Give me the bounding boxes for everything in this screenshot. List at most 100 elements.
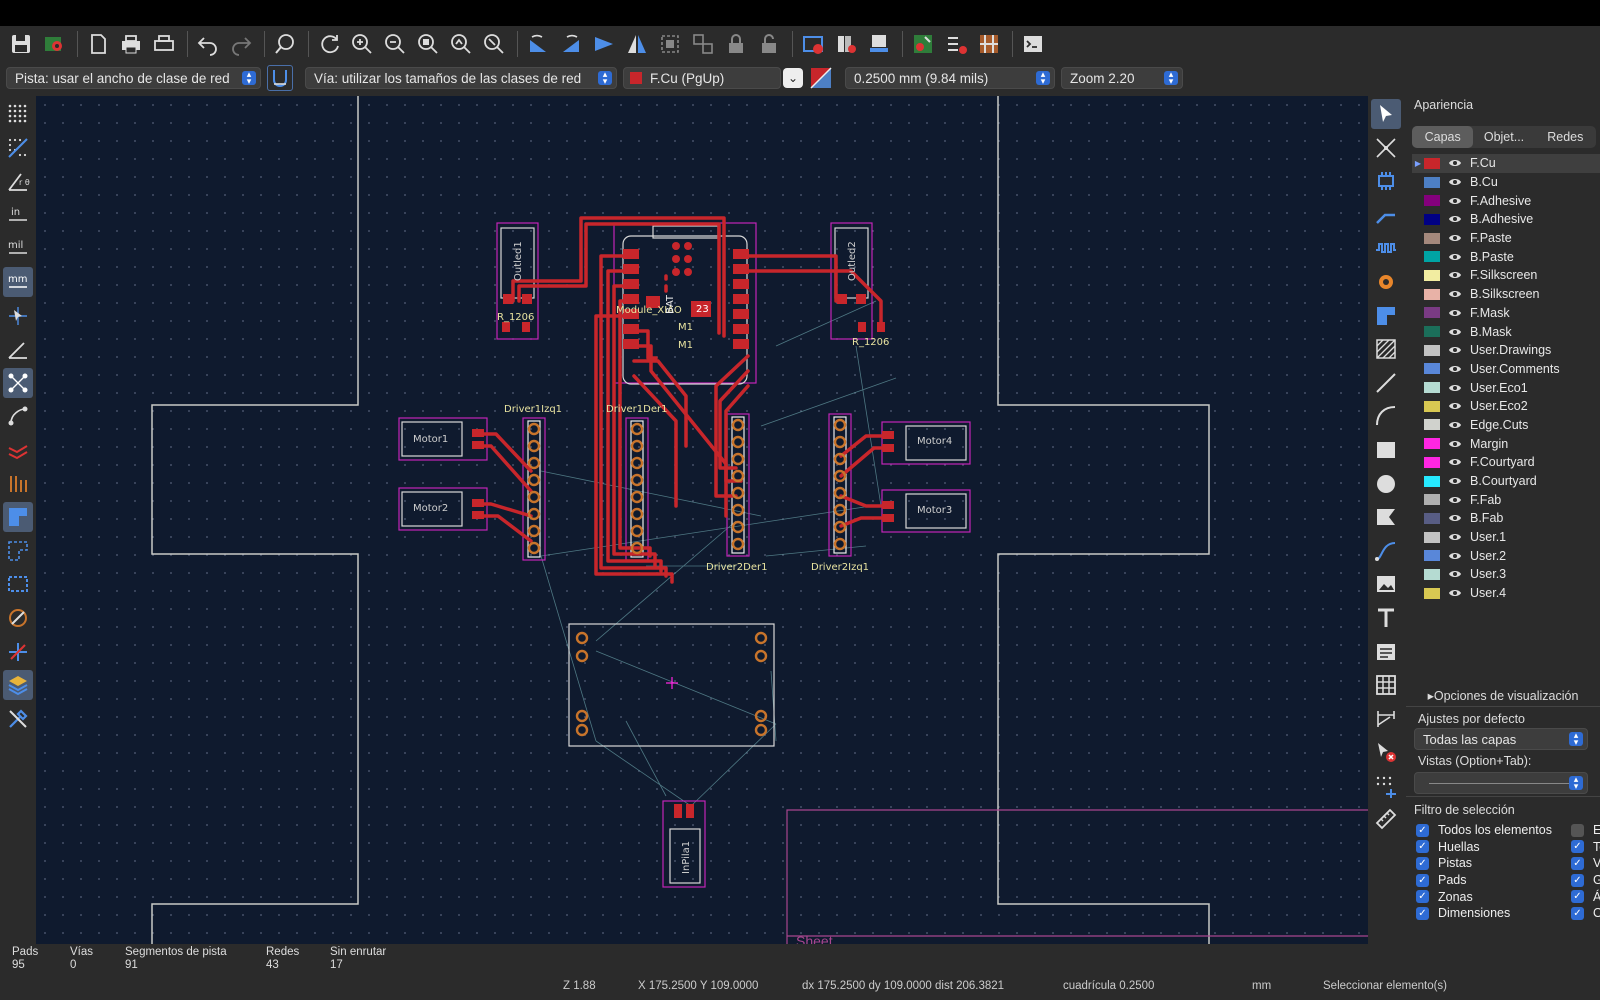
- add-via-icon[interactable]: [1371, 267, 1401, 297]
- zone-fill-icon[interactable]: [3, 502, 33, 533]
- pcb-canvas[interactable]: Sheet: [36, 96, 1368, 944]
- checkbox-icon[interactable]: ✓: [1416, 873, 1429, 887]
- layer-pair-icon[interactable]: [809, 66, 833, 90]
- zoom-in-icon[interactable]: [347, 29, 377, 59]
- grid-toggle-icon[interactable]: [3, 99, 33, 129]
- checkbox-icon[interactable]: [1571, 823, 1584, 837]
- via-size-select[interactable]: Vía: utilizar los tamaños de las clases …: [305, 67, 617, 89]
- selection-filter-item[interactable]: ✓Pistas: [1416, 855, 1552, 872]
- layer-color-swatch[interactable]: [1424, 475, 1440, 487]
- layer-color-swatch[interactable]: [1424, 195, 1440, 207]
- presets-select[interactable]: Todas las capas▴▾: [1414, 728, 1588, 750]
- layer-color-swatch[interactable]: [1424, 568, 1440, 580]
- tune-length-icon[interactable]: [1371, 233, 1401, 263]
- ungroup-icon[interactable]: [688, 29, 718, 59]
- units-inches-icon[interactable]: in: [3, 200, 33, 230]
- layer-dropdown-chevron-icon[interactable]: ⌄: [783, 68, 803, 88]
- layer-row[interactable]: Edge.Cuts: [1412, 416, 1600, 435]
- layer-row[interactable]: B.Courtyard: [1412, 472, 1600, 491]
- selection-filter-item[interactable]: ✓Huellas: [1416, 839, 1552, 856]
- print-icon[interactable]: [116, 29, 146, 59]
- page-settings-icon[interactable]: [83, 29, 113, 59]
- rotate-ccw-icon[interactable]: [523, 29, 553, 59]
- delete-tool-icon[interactable]: [1371, 737, 1401, 767]
- angle-constraint-icon[interactable]: [3, 334, 33, 364]
- display-options-toggle[interactable]: ▸Opciones de visualización: [1427, 689, 1579, 703]
- add-footprint-icon[interactable]: [1371, 166, 1401, 196]
- selection-filter-item[interactable]: ✓G: [1571, 872, 1600, 889]
- views-select[interactable]: ▴▾: [1414, 772, 1588, 794]
- zone-outline-icon[interactable]: [3, 536, 33, 566]
- zoom-objects-icon[interactable]: [446, 29, 476, 59]
- layer-row[interactable]: User.4: [1412, 584, 1600, 603]
- selection-filter-item[interactable]: ✓Pads: [1416, 872, 1552, 889]
- layer-row[interactable]: User.2: [1412, 546, 1600, 565]
- zoom-out-icon[interactable]: [380, 29, 410, 59]
- layer-select[interactable]: F.Cu (PgUp): [623, 67, 781, 89]
- eye-icon[interactable]: [1448, 252, 1462, 262]
- via-outline-icon[interactable]: [3, 469, 33, 499]
- units-mils-icon[interactable]: mil: [3, 233, 33, 263]
- eye-icon[interactable]: [1448, 551, 1462, 561]
- add-dimension-icon[interactable]: [1371, 704, 1401, 734]
- layer-color-swatch[interactable]: [1424, 326, 1440, 338]
- layer-color-swatch[interactable]: [1424, 269, 1440, 281]
- properties-tools-icon[interactable]: [3, 704, 33, 734]
- checkbox-icon[interactable]: ✓: [1416, 840, 1429, 854]
- redo-icon[interactable]: [226, 29, 256, 59]
- selection-filter-item[interactable]: El: [1571, 822, 1600, 839]
- layer-color-swatch[interactable]: [1424, 512, 1440, 524]
- selection-filter-item[interactable]: ✓Ví: [1571, 855, 1600, 872]
- layer-color-swatch[interactable]: [1424, 400, 1440, 412]
- eye-icon[interactable]: [1448, 476, 1462, 486]
- drc-icon[interactable]: [831, 29, 861, 59]
- eye-icon[interactable]: [1448, 588, 1462, 598]
- tab-layers[interactable]: Capas: [1412, 126, 1474, 148]
- layer-row[interactable]: B.Silkscreen: [1412, 285, 1600, 304]
- net-color-icon[interactable]: [3, 637, 33, 667]
- track-mode-icon[interactable]: [267, 65, 293, 91]
- layer-color-swatch[interactable]: [1424, 531, 1440, 543]
- layer-row[interactable]: F.Fab: [1412, 490, 1600, 509]
- scripting-plugin-icon[interactable]: [908, 29, 938, 59]
- selection-filter-item[interactable]: ✓Dimensiones: [1416, 905, 1552, 922]
- eye-icon[interactable]: [1448, 364, 1462, 374]
- route-track-icon[interactable]: [1371, 200, 1401, 230]
- selection-filter-item[interactable]: ✓Te: [1571, 839, 1600, 856]
- draw-line-icon[interactable]: [1371, 368, 1401, 398]
- layer-row[interactable]: B.Mask: [1412, 322, 1600, 341]
- layer-row[interactable]: B.Adhesive: [1412, 210, 1600, 229]
- add-text-icon[interactable]: [1371, 603, 1401, 633]
- high-contrast-icon[interactable]: [3, 603, 33, 633]
- layer-color-swatch[interactable]: [1424, 344, 1440, 356]
- layer-color-swatch[interactable]: [1424, 232, 1440, 244]
- draw-rectangle-icon[interactable]: [1371, 435, 1401, 465]
- layer-color-swatch[interactable]: [1424, 251, 1440, 263]
- layer-color-swatch[interactable]: [1424, 494, 1440, 506]
- eye-icon[interactable]: [1448, 495, 1462, 505]
- layer-row[interactable]: F.Paste: [1412, 229, 1600, 248]
- eye-icon[interactable]: [1448, 270, 1462, 280]
- flip-icon[interactable]: [589, 29, 619, 59]
- measure-tool-icon[interactable]: [1371, 804, 1401, 834]
- polar-coords-icon[interactable]: r θ: [3, 166, 33, 196]
- track-width-select[interactable]: Pista: usar el ancho de clase de red▴▾: [6, 67, 261, 89]
- checkbox-icon[interactable]: ✓: [1571, 890, 1584, 904]
- netlist-update-icon[interactable]: [798, 29, 828, 59]
- eye-icon[interactable]: [1448, 158, 1462, 168]
- unlock-icon[interactable]: [754, 29, 784, 59]
- pad-outline-icon[interactable]: [3, 569, 33, 599]
- zoom-fit-icon[interactable]: [413, 29, 443, 59]
- board-setup-icon[interactable]: [39, 29, 69, 59]
- layer-color-swatch[interactable]: [1424, 587, 1440, 599]
- eye-icon[interactable]: [1448, 289, 1462, 299]
- layer-row[interactable]: User.Eco2: [1412, 397, 1600, 416]
- tab-objects[interactable]: Objet...: [1483, 130, 1525, 144]
- eye-icon[interactable]: [1448, 308, 1462, 318]
- eye-icon[interactable]: [1448, 401, 1462, 411]
- add-textbox-icon[interactable]: [1371, 637, 1401, 667]
- find-icon[interactable]: [270, 29, 300, 59]
- checkbox-icon[interactable]: ✓: [1416, 856, 1429, 870]
- checkbox-icon[interactable]: ✓: [1571, 856, 1584, 870]
- eye-icon[interactable]: [1448, 439, 1462, 449]
